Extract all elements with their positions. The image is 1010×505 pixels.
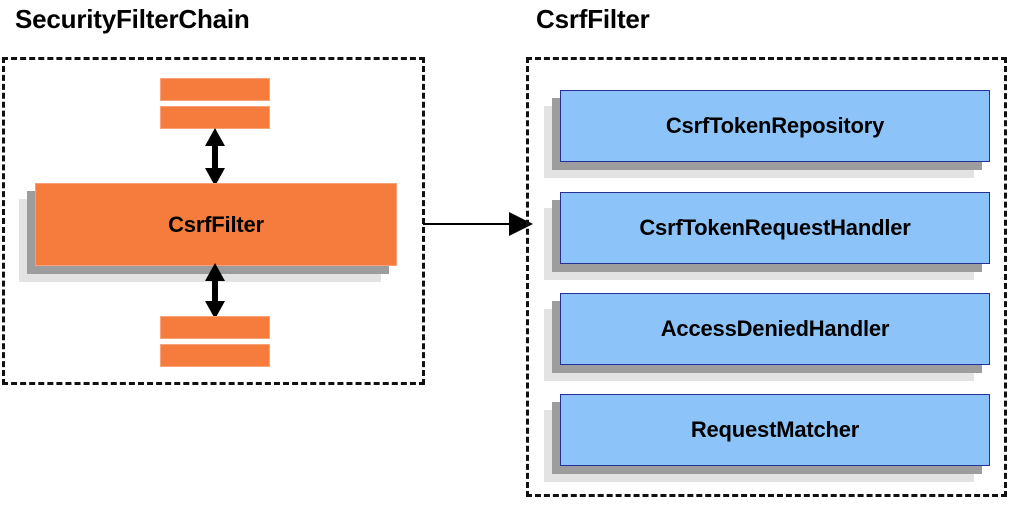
- csrf-filter-collaborators-container: [526, 57, 1007, 497]
- filter-bar-following-1: [160, 316, 270, 339]
- node-label-csrf-token-repository: CsrfTokenRepository: [665, 113, 885, 138]
- filter-bar-following-2: [160, 344, 270, 367]
- node-request-matcher[interactable]: RequestMatcher: [544, 394, 990, 482]
- node-face: CsrfTokenRequestHandler: [560, 192, 990, 264]
- security-filter-chain-container: [2, 57, 425, 385]
- page-title-security-filter-chain: SecurityFilterChain: [15, 4, 250, 34]
- node-label-csrffilter: CsrfFilter: [168, 211, 264, 237]
- csrffilter-expansion-arrow-icon: [423, 212, 533, 236]
- node-face: RequestMatcher: [560, 394, 990, 466]
- node-csrffilter[interactable]: CsrfFilter: [19, 183, 397, 282]
- node-csrf-token-request-handler[interactable]: CsrfTokenRequestHandler: [544, 192, 990, 280]
- node-label-csrf-token-request-handler: CsrfTokenRequestHandler: [639, 215, 911, 240]
- node-access-denied-handler[interactable]: AccessDeniedHandler: [544, 293, 990, 381]
- node-label-request-matcher: RequestMatcher: [690, 417, 860, 442]
- page-title-csrf-filter: CsrfFilter: [536, 4, 650, 34]
- filter-bar-preceding-1: [160, 78, 270, 101]
- node-csrf-token-repository[interactable]: CsrfTokenRepository: [544, 90, 990, 178]
- node-face: AccessDeniedHandler: [560, 293, 990, 365]
- node-face: CsrfFilter: [35, 183, 397, 266]
- filter-bar-preceding-2: [160, 106, 270, 129]
- node-label-access-denied-handler: AccessDeniedHandler: [660, 316, 890, 341]
- arrow-above-csrffilter-icon: [205, 128, 225, 186]
- arrow-below-csrffilter-icon: [205, 263, 225, 319]
- node-face: CsrfTokenRepository: [560, 90, 990, 162]
